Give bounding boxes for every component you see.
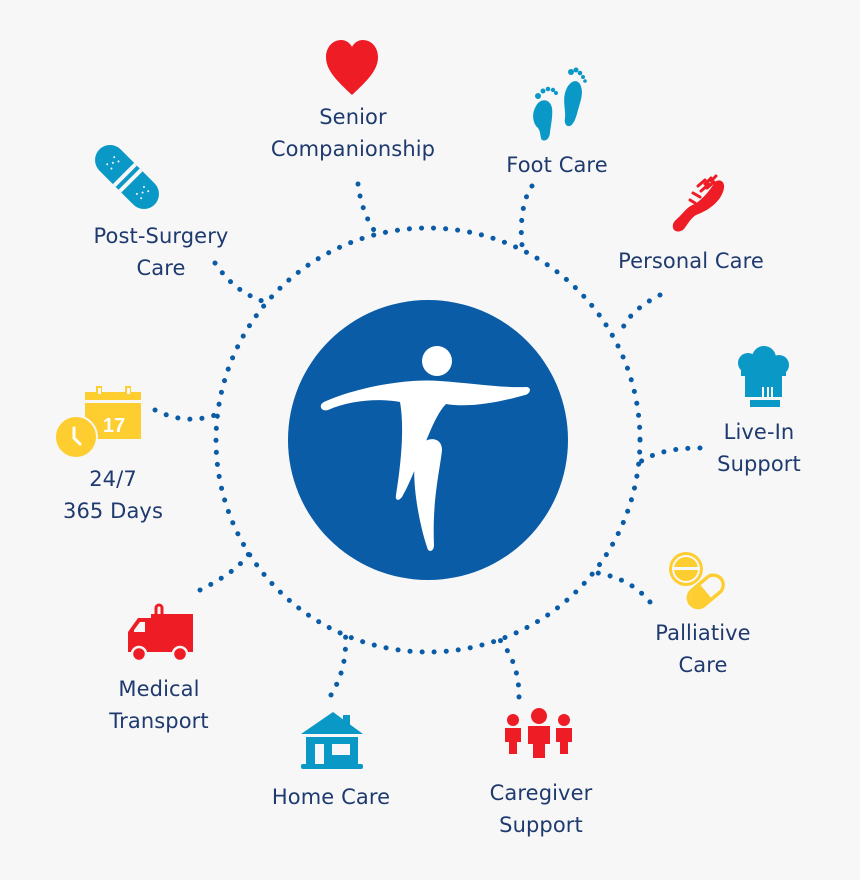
label-line: Care [136, 256, 186, 280]
service-post-surgery-care: Post-Surgery Care [94, 220, 229, 284]
label-line: Personal Care [618, 249, 764, 273]
service-foot-care: Foot Care [506, 149, 607, 181]
center-logo [288, 300, 568, 580]
label-line: Home Care [271, 785, 391, 809]
house-icon [301, 712, 363, 769]
truck-icon [128, 603, 193, 663]
label-line: Support [717, 452, 801, 476]
people-group-icon [505, 708, 572, 758]
label-line: Palliative [655, 621, 751, 645]
hairbrush-icon [672, 174, 725, 232]
label-line: Companionship [270, 137, 436, 161]
label-line: 365 Days [63, 499, 163, 523]
service-live-in-support: Live-In Support [717, 416, 801, 480]
label-line: Live-In [723, 420, 795, 444]
chef-hat-icon [738, 346, 789, 407]
connector-foot-care [518, 183, 535, 248]
service-caregiver-support: Caregiver Support [490, 777, 593, 841]
connector-palliative-care [595, 570, 653, 605]
connector-post-surgery-care [212, 260, 268, 305]
connector-senior-companionship [355, 181, 379, 236]
connector-24-7 [152, 407, 218, 422]
footprints-icon [533, 67, 587, 141]
heart-icon [326, 40, 378, 95]
dotted-ring [213, 225, 643, 655]
calendar-day: 17 [103, 415, 125, 437]
label-line: 24/7 [89, 467, 137, 491]
connector-live-in-support [637, 445, 703, 465]
label-line: Transport [109, 709, 209, 733]
label-line: Caregiver [489, 781, 593, 805]
label-line: Support [499, 813, 583, 837]
service-palliative-care: Palliative Care [655, 617, 750, 681]
label-line: Care [678, 653, 728, 677]
connector-home-care [328, 625, 349, 698]
label-line: Post-Surgery [93, 224, 229, 248]
calendar-clock-icon: 17 [54, 386, 141, 459]
connector-medical-transport [197, 549, 253, 593]
label-line: Senior [319, 105, 387, 129]
connector-personal-care [617, 292, 663, 338]
pills-icon [669, 552, 725, 610]
connector-caregiver-support [497, 637, 522, 700]
label-line: Foot Care [506, 153, 608, 177]
service-medical-transport: Medical Transport [109, 673, 208, 737]
connector-lines [152, 181, 703, 700]
label-line: Medical [118, 677, 200, 701]
service-24-7: 24/7 365 Days [63, 463, 163, 527]
person-balancing-logo-icon [320, 346, 530, 551]
bandage-icon [95, 145, 159, 209]
service-personal-care: Personal Care [618, 245, 764, 277]
service-senior-companionship: Senior Companionship [271, 101, 435, 165]
service-home-care: Home Care [272, 781, 390, 813]
